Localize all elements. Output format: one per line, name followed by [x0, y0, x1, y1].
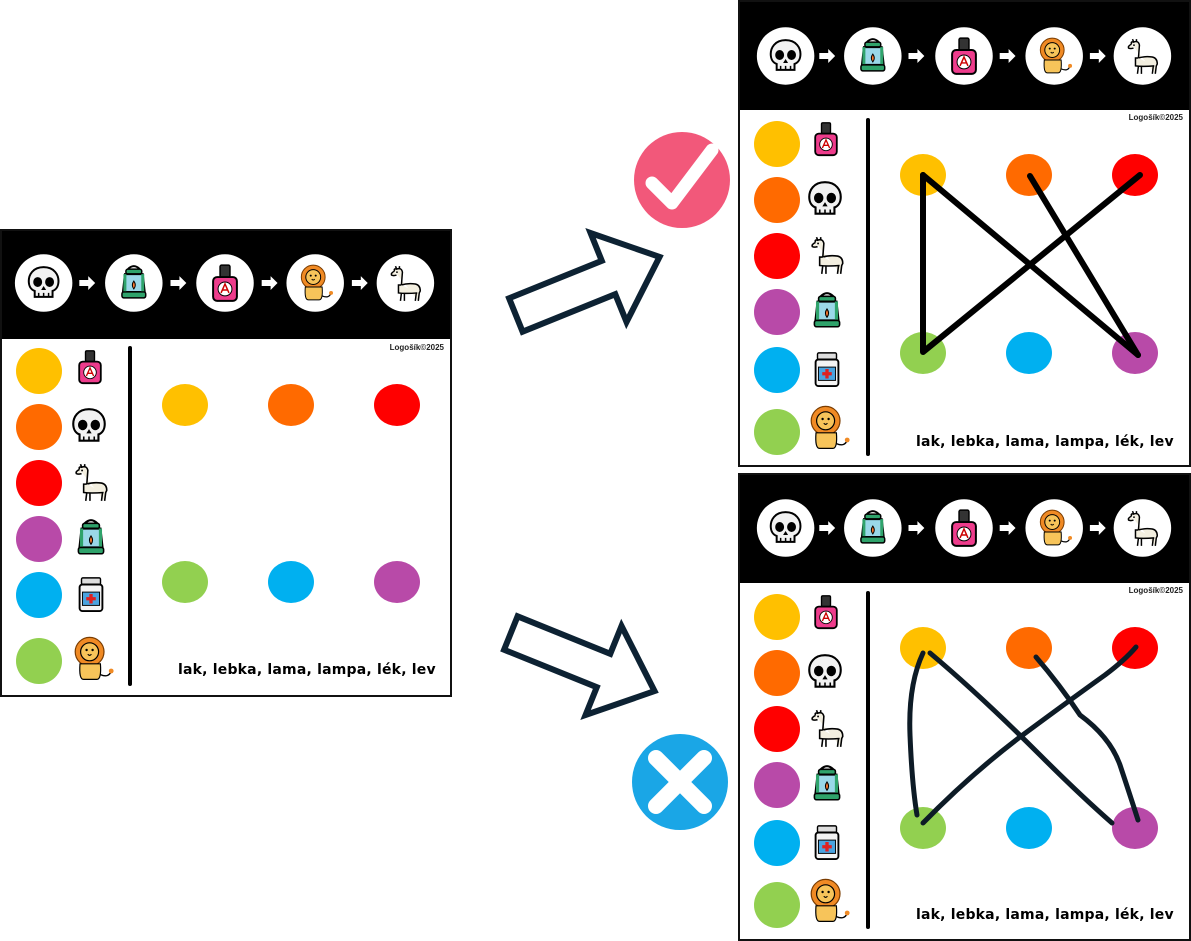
lantern-icon	[76, 518, 106, 556]
sequence-item-lion	[1025, 499, 1083, 557]
sequence-item-skull	[756, 27, 815, 85]
arrow-to-correct-icon	[505, 228, 664, 336]
lion-icon	[74, 636, 115, 681]
legend-color-yellow	[754, 121, 800, 167]
legend-color-blue	[16, 572, 62, 618]
sequence-item-lion	[1025, 27, 1083, 85]
sequence-item-lion	[286, 254, 344, 312]
lantern-icon	[120, 264, 148, 300]
sequence-bar	[2, 231, 450, 339]
arrow-to-incorrect-icon	[500, 612, 659, 720]
dot-orange[interactable]	[268, 384, 314, 426]
sequence-item-nail-polish	[935, 27, 993, 85]
incorrect-cross-icon	[632, 734, 728, 830]
legend-color-orange	[754, 650, 800, 696]
sequence-arrow-icon	[79, 276, 96, 290]
sequence-item-llama	[1113, 499, 1172, 557]
legend-color-yellow	[16, 348, 62, 394]
correct-check-icon	[634, 132, 730, 228]
legend-color-blue	[754, 820, 800, 866]
legend-color-blue	[754, 347, 800, 393]
legend-color-red	[754, 233, 800, 279]
picture-sequence	[14, 254, 435, 312]
sequence-item-llama	[1113, 27, 1172, 85]
picture-sequence	[756, 499, 1172, 557]
credit-text: Logošík©2025	[1128, 113, 1183, 122]
connection-path	[927, 650, 1115, 826]
legend-color-yellow	[754, 594, 800, 640]
word-list: lak, lebka, lama, lampa, lék, lev	[178, 662, 436, 678]
word-list: lak, lebka, lama, lampa, lék, lev	[916, 907, 1174, 923]
dot-green[interactable]	[900, 807, 946, 849]
worksheet-blank: Logošík©2025 lak, lebka, lama, lampa, lé…	[0, 229, 452, 697]
legend-color-red	[754, 706, 800, 752]
sequence-item-skull	[756, 499, 815, 557]
dot-red[interactable]	[374, 384, 420, 426]
sequence-item-lantern	[105, 254, 163, 312]
connection-path	[920, 644, 1139, 826]
dot-purple[interactable]	[374, 561, 420, 603]
sequence-item-skull	[14, 254, 73, 312]
sequence-arrow-icon	[261, 276, 278, 290]
credit-text: Logošík©2025	[1128, 586, 1183, 595]
word-list: lak, lebka, lama, lampa, lék, lev	[916, 434, 1174, 450]
sequence-item-nail-polish	[935, 499, 993, 557]
worksheet-correct: Logošík©2025 lak, lebka, lama, lampa, lé…	[738, 0, 1191, 467]
picture-sequence	[756, 27, 1172, 85]
connection-path	[1027, 173, 1141, 358]
sequence-item-llama	[376, 254, 435, 312]
medicine-icon	[72, 571, 110, 617]
sequence-arrow-icon	[351, 276, 368, 290]
legend-color-orange	[16, 404, 62, 450]
llama-icon	[75, 463, 108, 502]
legend-divider	[866, 118, 870, 456]
legend-divider	[128, 346, 132, 686]
legend-color-green	[754, 409, 800, 455]
dot-blue[interactable]	[268, 561, 314, 603]
credit-text: Logošík©2025	[389, 343, 444, 352]
sequence-bar	[740, 475, 1189, 583]
nail-polish-icon	[78, 349, 102, 385]
connection-path	[920, 172, 1141, 358]
sequence-arrow-icon	[170, 276, 187, 290]
connection-lines	[907, 644, 1141, 826]
dot-blue[interactable]	[1006, 332, 1052, 374]
sequence-bar	[740, 2, 1189, 110]
legend-divider	[866, 591, 870, 929]
dot-blue[interactable]	[1006, 807, 1052, 849]
worksheet-incorrect: Logošík©2025 lak, lebka, lama, lampa, lé…	[738, 473, 1191, 941]
dot-yellow[interactable]	[162, 384, 208, 426]
legend-color-red	[16, 460, 62, 506]
legend-color-purple	[754, 289, 800, 335]
legend-color-purple	[754, 762, 800, 808]
dot-orange[interactable]	[1006, 627, 1052, 669]
dot-green[interactable]	[162, 561, 208, 603]
legend-color-orange	[754, 177, 800, 223]
legend-color-purple	[16, 516, 62, 562]
legend-color-green	[754, 882, 800, 928]
sequence-item-nail-polish	[196, 254, 254, 312]
sequence-item-lantern	[844, 499, 902, 557]
connection-path	[907, 650, 926, 818]
sequence-item-lantern	[844, 27, 902, 85]
connection-path	[1033, 654, 1141, 823]
connection-lines	[920, 172, 1143, 358]
legend-color-green	[16, 638, 62, 684]
skull-icon	[72, 408, 106, 442]
